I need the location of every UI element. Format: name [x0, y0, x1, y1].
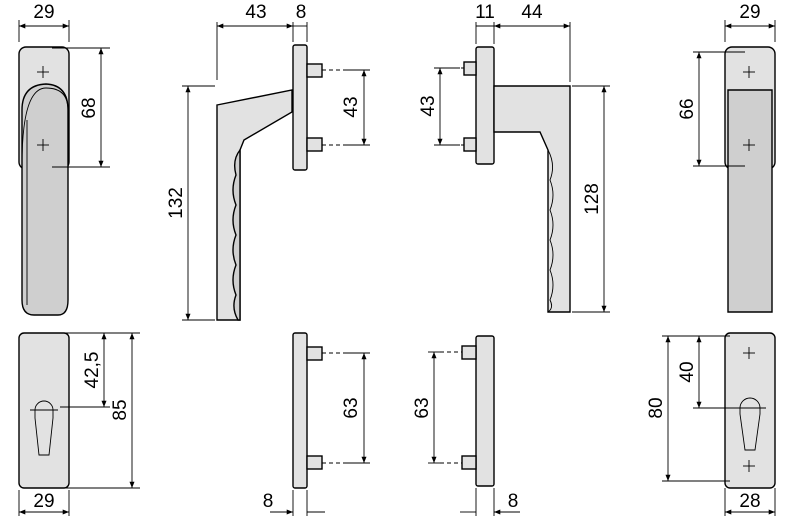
dim-label: 43: [341, 96, 362, 117]
dim-label: 11: [475, 2, 495, 23]
dim-label: 44: [521, 2, 543, 23]
dim-label: 43: [245, 2, 266, 23]
front-view-right-handle: [724, 46, 776, 313]
screw-icon: [743, 347, 755, 359]
dim-front-right-screws: 66: [677, 51, 745, 167]
dim-label: 29: [33, 2, 54, 23]
dim-label: 66: [677, 98, 698, 119]
side-view-right-handle: [440, 46, 571, 313]
dim-escutcheon-right: 80 40 28: [646, 335, 776, 516]
dim-label: 40: [677, 361, 698, 382]
dim-side-left-projection: 43 8: [216, 2, 308, 80]
dim-side-left-height: 132: [166, 85, 215, 321]
screw-icon: [743, 139, 755, 151]
screw-icon: [37, 66, 49, 78]
dim-label: 128: [582, 183, 603, 215]
plate-side-right: [440, 335, 495, 487]
dim-front-left-width: 29: [18, 2, 70, 42]
keyhole-icon: [34, 400, 54, 456]
plate-side-left: [292, 332, 345, 489]
dim-label: 85: [110, 399, 131, 420]
dim-label: 8: [508, 491, 519, 512]
dim-side-left-screws: 43: [341, 69, 370, 146]
dim-label: 28: [739, 491, 760, 512]
keyhole-icon: [739, 397, 761, 451]
screw-icon: [743, 460, 755, 472]
dim-label: 68: [79, 97, 100, 118]
dim-front-left-screws: 68: [52, 47, 110, 168]
front-view-left-handle: [18, 46, 70, 316]
dim-label: 8: [296, 2, 307, 23]
side-view-left-handle: [216, 44, 345, 321]
dim-side-right-top: 11 44: [475, 2, 571, 82]
dim-label: 8: [263, 491, 274, 512]
dim-side-right-screws: 43: [418, 67, 460, 146]
dim-front-right-width: 29: [724, 2, 776, 42]
dim-label: 80: [646, 397, 667, 418]
dim-label: 132: [166, 187, 187, 219]
dim-label: 42,5: [82, 352, 103, 389]
screw-icon: [37, 139, 49, 151]
screw-icon: [743, 66, 755, 78]
dim-label: 63: [341, 397, 362, 418]
dim-label: 63: [412, 397, 433, 418]
escutcheon-right: [724, 332, 776, 489]
dim-plate-right: 63 8: [412, 351, 520, 516]
dim-side-right-height: 128: [572, 85, 610, 313]
dim-escutcheon-left: 42,5 85 29: [18, 332, 140, 516]
dim-plate-left: 63 8: [263, 352, 370, 516]
dim-label: 29: [33, 491, 54, 512]
escutcheon-left: [18, 332, 70, 489]
dim-label: 43: [418, 95, 439, 116]
dim-label: 29: [739, 2, 760, 23]
